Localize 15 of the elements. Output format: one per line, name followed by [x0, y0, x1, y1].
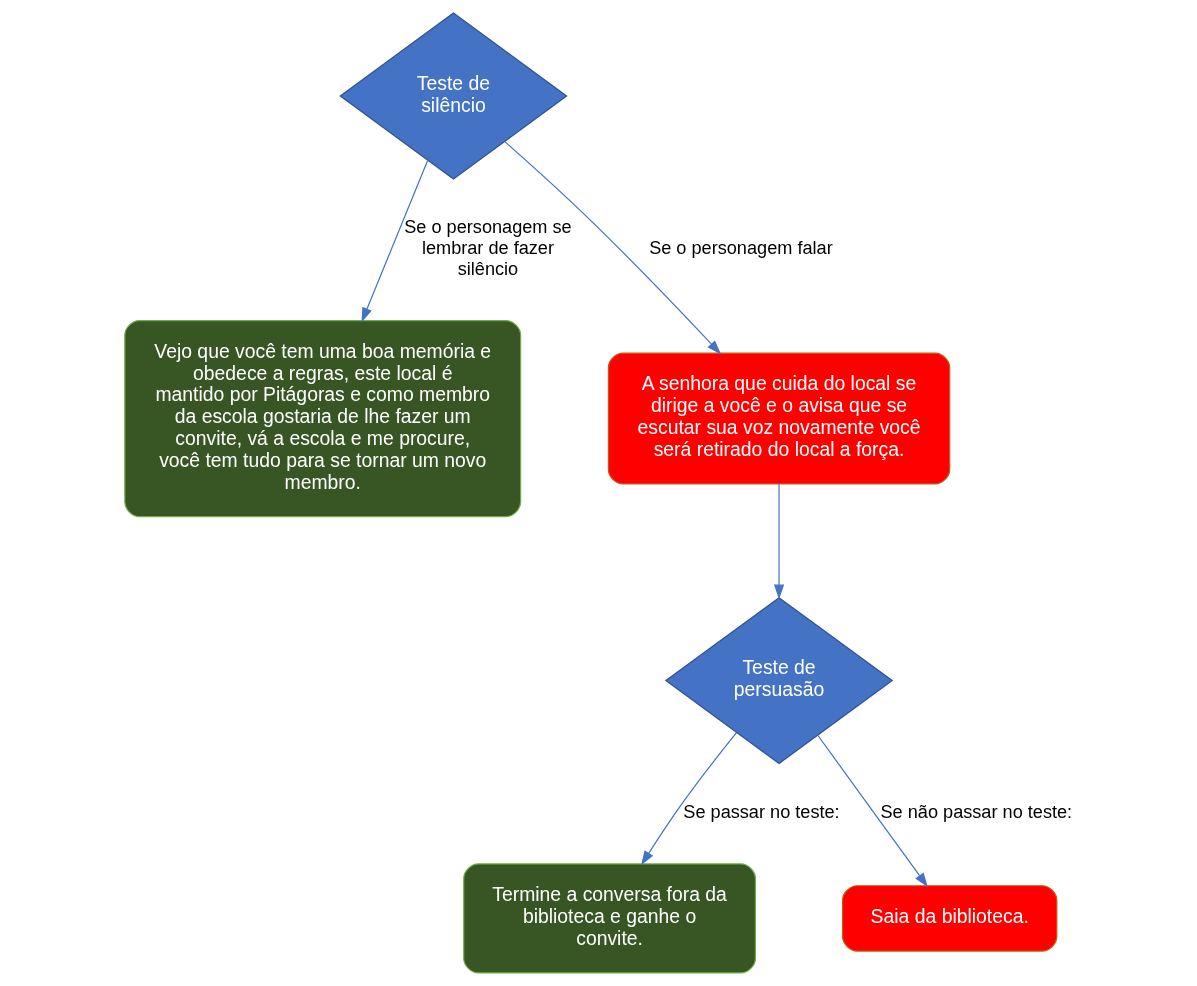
edge-label: Se o personagem falar	[648, 237, 833, 258]
arrow	[503, 141, 721, 355]
node-box: Vejo que você tem uma boa memória e obedece a regras, este local é mantido por Pitágoras e como membro da escola gostaria de lhe fazer um convite, vá a escola e me procure, você tem tudo para se tornar um novo membro.	[123, 319, 521, 518]
edge-label: Se passar no teste:	[682, 801, 840, 822]
node-diamond: Teste de persuasão	[664, 596, 893, 765]
arrow	[361, 159, 428, 323]
edge-label: Se o personagem se lembrar de fazer silêncio	[403, 217, 572, 279]
arrow	[640, 732, 737, 866]
arrow	[816, 734, 928, 888]
node-diamond: Teste de silêncio	[338, 12, 568, 180]
node-box: A senhora que cuida do local se dirige a você e o avisa que se escutar sua voz novamente você será retirado do local a força.	[607, 352, 950, 485]
node-box: Termine a conversa fora da biblioteca e ganhe o convite.	[462, 863, 756, 974]
arrow	[773, 483, 784, 600]
edge-label: Se não passar no teste:	[880, 801, 1072, 822]
node-box: Saia da biblioteca.	[841, 885, 1057, 952]
